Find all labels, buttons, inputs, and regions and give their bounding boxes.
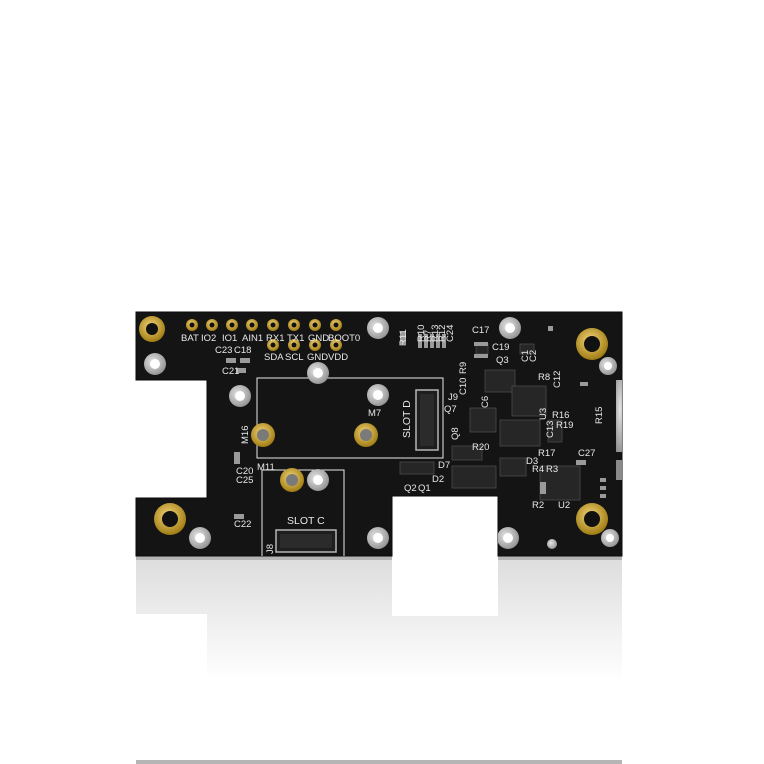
label-r4: R4 bbox=[532, 464, 544, 475]
label-c18: C18 bbox=[234, 345, 251, 356]
label-bat: BAT bbox=[181, 333, 199, 344]
label-r8: R8 bbox=[538, 372, 550, 383]
label-c19: C19 bbox=[492, 342, 509, 353]
header-pins-bottom bbox=[267, 339, 342, 351]
usb-connector-tab bbox=[616, 460, 622, 480]
label-r20: R20 bbox=[472, 442, 489, 453]
label-r7: R7 bbox=[423, 330, 434, 342]
label-r13: R13 bbox=[430, 325, 441, 342]
label-q3: Q3 bbox=[496, 355, 509, 366]
label-u3: U3 bbox=[538, 408, 549, 420]
reflection-fade bbox=[120, 560, 640, 760]
label-c10: C10 bbox=[458, 378, 469, 395]
label-d7: D7 bbox=[438, 460, 450, 471]
label-r2: R2 bbox=[532, 500, 544, 511]
label-gnd-top: GND bbox=[308, 333, 329, 344]
label-m11: M11 bbox=[257, 462, 275, 473]
label-c17: C17 bbox=[472, 325, 489, 336]
gold-mounting-holes bbox=[139, 316, 608, 535]
label-r17: R17 bbox=[538, 448, 555, 459]
label-scl: SCL bbox=[285, 352, 303, 363]
label-r9: R9 bbox=[458, 362, 469, 374]
label-j9: J9 bbox=[448, 392, 458, 403]
label-c12: C12 bbox=[552, 371, 563, 388]
slot-d-outline bbox=[256, 377, 444, 459]
label-boot0: BOOT0 bbox=[328, 333, 360, 344]
j8-connector-body bbox=[280, 534, 332, 548]
label-c27: C27 bbox=[578, 448, 595, 459]
label-q8: Q8 bbox=[450, 427, 461, 440]
label-d3: D3 bbox=[526, 456, 538, 467]
label-c25: C25 bbox=[236, 475, 253, 486]
label-r16: R16 bbox=[552, 410, 569, 421]
label-io1: IO1 bbox=[222, 333, 237, 344]
label-m16: M16 bbox=[240, 426, 251, 444]
label-rx1: RX1 bbox=[266, 333, 284, 344]
label-slot-c: SLOT C bbox=[287, 515, 325, 527]
header-pins-top bbox=[186, 319, 342, 331]
label-c22: C22 bbox=[234, 519, 251, 530]
label-c2: C2 bbox=[528, 350, 539, 362]
label-io2: IO2 bbox=[201, 333, 216, 344]
small-pads bbox=[226, 326, 606, 519]
silver-holes bbox=[144, 317, 619, 549]
label-c21: C21 bbox=[222, 366, 239, 377]
silkscreen-labels: BAT IO2 IO1 AIN1 RX1 TX1 GND BOOT0 SDA S… bbox=[181, 325, 605, 554]
label-q1: Q1 bbox=[418, 483, 431, 494]
j9-connector-body bbox=[420, 394, 434, 446]
label-tx1: TX1 bbox=[287, 333, 304, 344]
label-m7: M7 bbox=[368, 408, 381, 419]
label-q2: Q2 bbox=[404, 483, 417, 494]
label-c24: C24 bbox=[445, 325, 456, 342]
label-gnd-bottom: GND bbox=[307, 352, 328, 363]
label-sda: SDA bbox=[264, 352, 284, 363]
label-c1: C1 bbox=[520, 350, 531, 362]
label-c20: C20 bbox=[236, 466, 253, 477]
label-c23: C23 bbox=[215, 345, 232, 356]
label-r3: R3 bbox=[546, 464, 558, 475]
label-c13: C13 bbox=[545, 421, 556, 438]
usb-connector bbox=[616, 380, 622, 452]
label-r12: R12 bbox=[437, 325, 448, 342]
label-r19: R19 bbox=[556, 420, 573, 431]
label-r11: R11 bbox=[398, 329, 409, 346]
label-d2: D2 bbox=[432, 474, 444, 485]
label-u2: U2 bbox=[558, 500, 570, 511]
label-ain1: AIN1 bbox=[242, 333, 263, 344]
component-cluster bbox=[399, 343, 581, 501]
label-slot-d: SLOT D bbox=[401, 400, 413, 438]
label-c6: C6 bbox=[480, 396, 491, 408]
label-vdd: VDD bbox=[328, 352, 348, 363]
label-r10: R10 bbox=[416, 325, 427, 342]
slot-c-outline bbox=[261, 469, 345, 556]
label-j8: J8 bbox=[265, 544, 276, 554]
label-r15: R15 bbox=[594, 407, 605, 424]
label-q7: Q7 bbox=[444, 404, 457, 415]
